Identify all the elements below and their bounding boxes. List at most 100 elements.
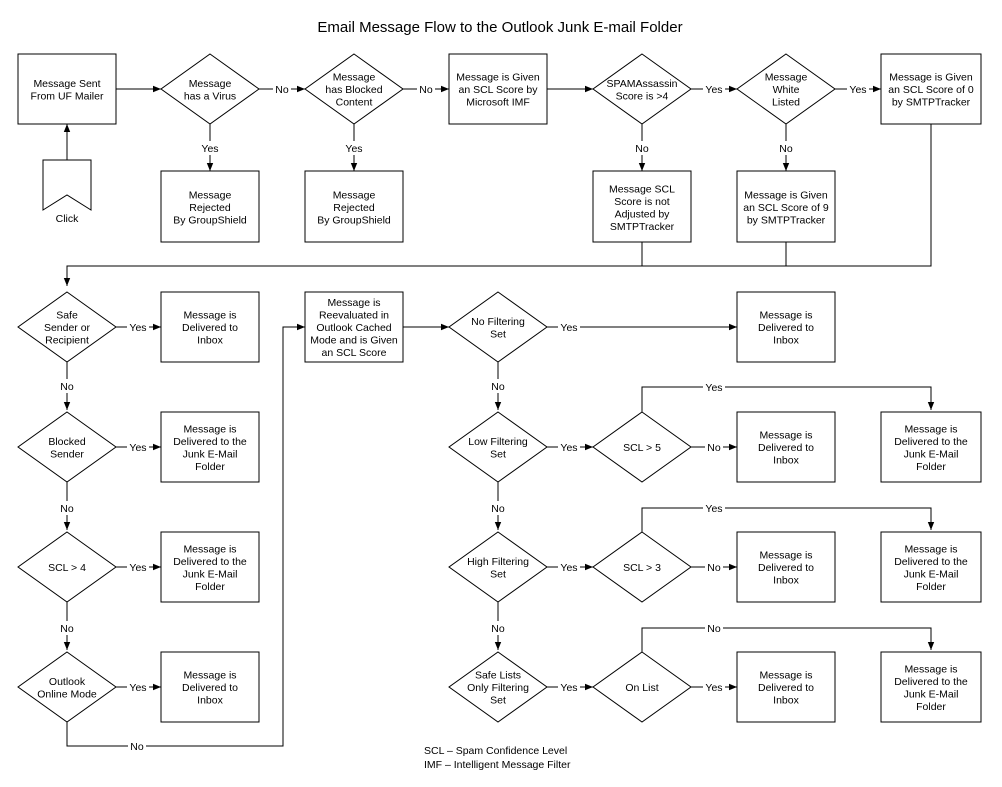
svg-text:On List: On List bbox=[625, 682, 658, 694]
label-whitelist-no: No bbox=[777, 141, 795, 155]
svg-text:No: No bbox=[60, 623, 74, 635]
svg-text:No: No bbox=[491, 623, 505, 635]
legend: SCL – Spam Confidence Level IMF – Intell… bbox=[424, 745, 571, 771]
svg-text:Yes: Yes bbox=[705, 84, 722, 96]
label-online-yes: Yes bbox=[127, 680, 149, 694]
label-high-no: No bbox=[489, 621, 507, 635]
label-scl4-yes: Yes bbox=[127, 560, 149, 574]
label-low-no: No bbox=[489, 501, 507, 515]
edge-labels: No No Yes Yes Yes Yes No No Yes No Yes N… bbox=[58, 82, 869, 753]
edge-merge-to-safe-sender bbox=[63, 124, 932, 286]
svg-text:No: No bbox=[275, 84, 289, 96]
svg-text:No: No bbox=[635, 143, 649, 155]
label-scl4-no: No bbox=[58, 621, 76, 635]
node-decision-on-list: On List bbox=[592, 651, 692, 723]
svg-text:Yes: Yes bbox=[849, 84, 866, 96]
label-nofilter-no: No bbox=[489, 379, 507, 393]
svg-text:No: No bbox=[779, 143, 793, 155]
label-scl3-no: No bbox=[705, 560, 723, 574]
svg-text:No: No bbox=[707, 442, 721, 454]
svg-text:Yes: Yes bbox=[705, 382, 722, 394]
label-content-yes: Yes bbox=[343, 141, 365, 155]
svg-text:No: No bbox=[491, 381, 505, 393]
svg-text:No: No bbox=[707, 562, 721, 574]
label-content-no: No bbox=[417, 82, 435, 96]
label-blocked-sender-no: No bbox=[58, 501, 76, 515]
label-virus-no: No bbox=[273, 82, 291, 96]
label-nofilter-yes: Yes bbox=[558, 320, 580, 334]
node-click-label: Click bbox=[56, 213, 79, 225]
svg-text:Yes: Yes bbox=[560, 322, 577, 334]
legend-line-scl: SCL – Spam Confidence Level bbox=[424, 745, 567, 757]
svg-text:No: No bbox=[491, 503, 505, 515]
node-decision-scl-gt-3: SCL > 3 bbox=[592, 531, 692, 603]
label-blocked-sender-yes: Yes bbox=[127, 440, 149, 454]
svg-text:No: No bbox=[130, 741, 144, 753]
svg-text:Yes: Yes bbox=[345, 143, 362, 155]
svg-text:Yes: Yes bbox=[705, 503, 722, 515]
label-virus-yes: Yes bbox=[199, 141, 221, 155]
legend-line-imf: IMF – Intelligent Message Filter bbox=[424, 759, 571, 771]
svg-text:Yes: Yes bbox=[129, 322, 146, 334]
edge-online-no bbox=[66, 323, 305, 747]
label-scl5-no: No bbox=[705, 440, 723, 454]
label-scl5-yes: Yes bbox=[703, 380, 725, 394]
svg-text:Yes: Yes bbox=[560, 682, 577, 694]
label-safe-sender-yes: Yes bbox=[127, 320, 149, 334]
label-online-no: No bbox=[128, 739, 146, 753]
diagram-title: Email Message Flow to the Outlook Junk E… bbox=[317, 19, 682, 36]
svg-text:Yes: Yes bbox=[560, 562, 577, 574]
svg-text:No: No bbox=[60, 503, 74, 515]
label-onlist-yes: Yes bbox=[703, 680, 725, 694]
svg-text:Yes: Yes bbox=[560, 442, 577, 454]
label-onlist-no: No bbox=[705, 621, 723, 635]
edge-scl5-yes bbox=[641, 386, 935, 412]
